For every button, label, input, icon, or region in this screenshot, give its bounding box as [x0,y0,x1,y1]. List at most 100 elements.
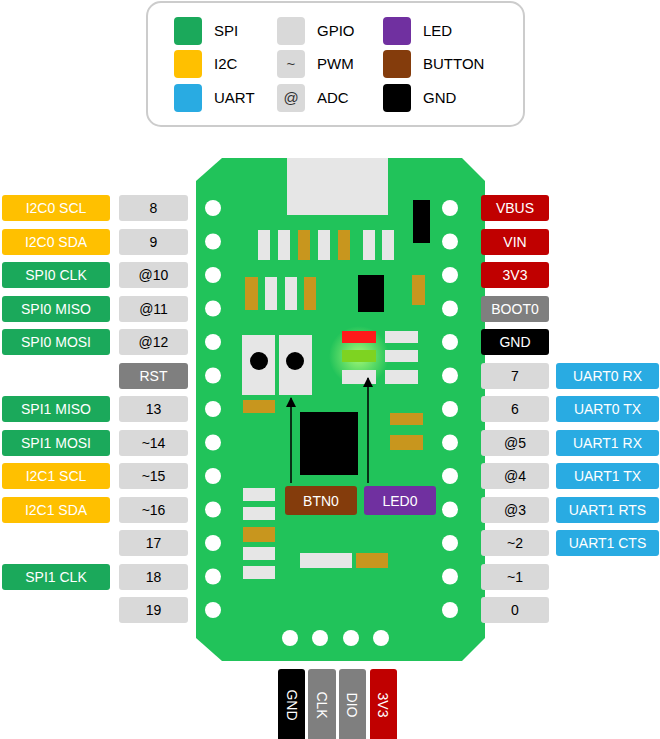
pin-text: UART0 TX [574,402,641,416]
component [278,230,290,260]
header-pin: DIO [339,669,366,739]
pin-function-label: SPI0 MOSI [2,329,110,355]
pin-number-box: @5 [481,430,549,456]
pin-hole [442,468,458,484]
pin-text: ~15 [142,469,166,483]
mcu-chip [300,412,358,475]
pin-function-label: SPI1 CLK [2,564,110,590]
component [258,230,270,260]
led-red [342,331,376,343]
pin-text: 9 [150,235,158,249]
header-pin-name: GND [285,689,299,720]
pin-hole [205,234,221,250]
legend-text: UART [214,84,255,112]
button-cap [286,352,304,370]
legend-swatch [174,17,202,45]
pin-text: @5 [504,436,526,450]
power-pin-box: 3V3 [481,262,549,288]
pin-hole [442,267,458,283]
pin-hole [442,401,458,417]
legend-swatch [383,17,411,45]
legend-text: SPI [214,17,238,45]
leader-arrow [290,398,292,483]
pin-hole [442,368,458,384]
pin-text: @11 [139,302,168,316]
pin-text: 18 [146,570,162,584]
leader-arrow [367,378,369,483]
pin-function-label: SPI1 MISO [2,396,110,422]
pin-number-box: @11 [119,296,188,322]
pin-hole [205,301,221,317]
pin-hole [442,435,458,451]
pin-number-box: @3 [481,497,549,523]
pin-text: UART1 CTS [569,536,647,550]
pin-text: ~14 [142,436,166,450]
component [243,527,275,542]
button-body [279,335,312,395]
pin-text: 0 [511,603,519,617]
pin-hole [205,368,221,384]
pin-hole [442,234,458,250]
component [300,553,352,568]
pin-text: SPI0 MOSI [21,335,91,349]
pin-text: LED0 [382,494,417,508]
pin-hole [442,301,458,317]
pin-number-box: ~16 [119,497,188,523]
legend-swatch [277,17,305,45]
component [390,413,423,425]
legend-text: I2C [214,50,237,78]
pin-hole [205,602,221,618]
pin-text: @3 [504,503,526,517]
legend-text: ADC [317,84,349,112]
pin-number-box: 7 [481,363,549,389]
header-pin: CLK [308,669,336,739]
pin-hole [282,630,298,646]
component [298,230,310,260]
pin-hole [205,535,221,551]
header-pin: GND [278,669,305,739]
pin-hole [442,535,458,551]
pin-number-box: BOOT0 [481,296,549,322]
pin-number-box: 9 [119,229,188,255]
pin-function-label: SPI1 MOSI [2,430,110,456]
pin-text: 13 [146,402,162,416]
pin-function-label: I2C0 SCL [2,195,110,221]
pin-text: 6 [511,402,519,416]
pin-text: ~1 [507,570,523,584]
legend-text: GPIO [317,17,355,45]
pin-text: SPI1 CLK [25,570,86,584]
legend-symbol: ~ [277,50,305,78]
component [358,275,384,312]
component [304,277,316,310]
pin-number-box: ~15 [119,463,188,489]
pin-hole [442,200,458,216]
pin-text: I2C0 SCL [26,201,87,215]
pin-hole [442,602,458,618]
component [318,230,330,260]
pin-number-box: 8 [119,195,188,221]
header-pin-name: 3V3 [376,693,390,718]
pin-text: VIN [503,235,526,249]
antenna [287,158,388,215]
component [243,547,275,560]
legend-text: GND [423,84,456,112]
pin-text: I2C1 SDA [25,503,87,517]
component [413,200,430,243]
pin-number-box: ~14 [119,430,188,456]
component [385,350,418,362]
component [363,230,375,260]
pin-text: ~16 [142,503,166,517]
pin-text: I2C1 SCL [26,469,87,483]
pin-text: 7 [511,369,519,383]
pin-hole [373,630,389,646]
pin-function-label: UART0 RX [556,363,659,389]
pin-text: VBUS [496,201,534,215]
board-outline [196,158,485,661]
component [243,566,275,579]
pin-function-label: SPI0 MISO [2,296,110,322]
component [342,370,376,384]
legend-swatch [383,50,411,78]
component [245,277,258,310]
pin-number-box: 17 [119,530,188,556]
pin-function-label: UART0 TX [556,396,659,422]
